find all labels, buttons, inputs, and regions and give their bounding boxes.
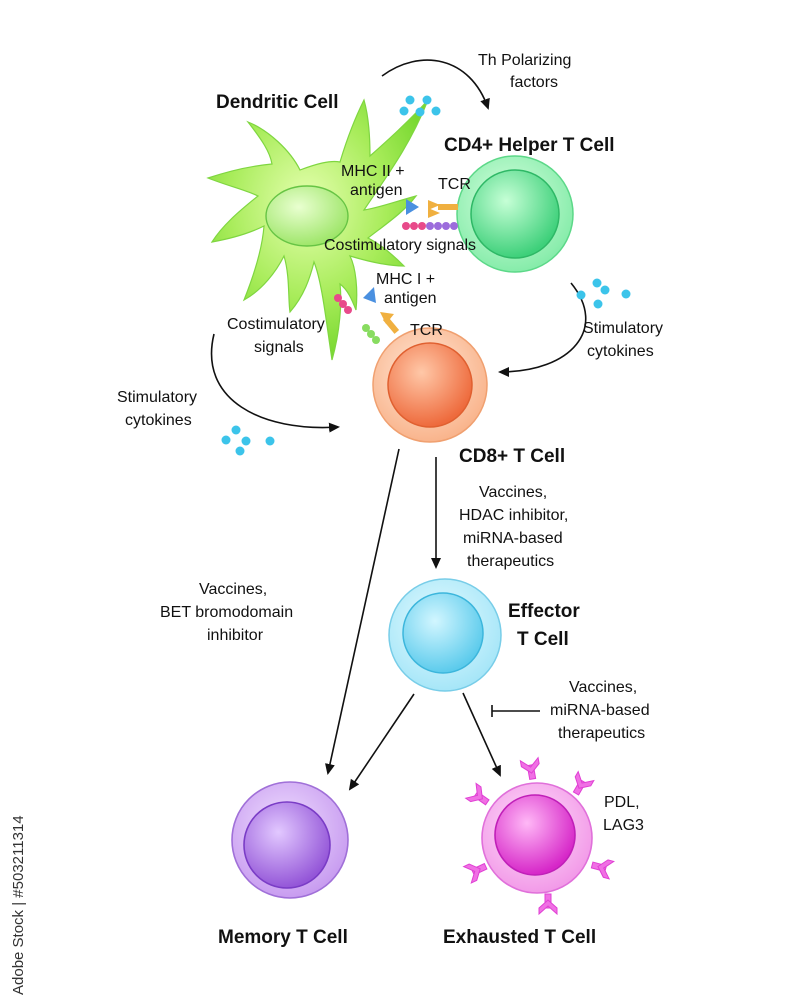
cd8-cell-label: CD8+ T Cell — [459, 446, 565, 467]
vaccines-hdac-label-4: therapeutics — [467, 553, 554, 570]
arrow-stimulatory-cytokines-left — [210, 333, 340, 433]
costim-center-label: Costimulatory signals — [324, 237, 476, 254]
pdl-label-1: PDL, — [604, 794, 640, 811]
vaccines-bet-label-2: BET bromodomain — [160, 604, 293, 621]
arrow-cd8-to-memory — [325, 448, 400, 775]
vaccines-bet-label-1: Vaccines, — [199, 581, 267, 598]
vaccines-hdac-label-3: miRNA-based — [463, 530, 563, 547]
vaccines-hdac-label-1: Vaccines, — [479, 484, 547, 501]
inhibition-line — [491, 705, 540, 717]
arrow-th-polarizing — [381, 59, 490, 110]
cd4-cell-label: CD4+ Helper T Cell — [444, 135, 615, 156]
tcr-top-receptor — [428, 200, 458, 218]
dendritic-cell-nucleus — [265, 185, 349, 247]
vaccines-hdac-label-2: HDAC inhibitor, — [459, 507, 568, 524]
pdl-label-2: LAG3 — [603, 817, 644, 834]
costim-beads-pink-top — [402, 222, 426, 230]
cytokines-left — [221, 425, 275, 456]
arrow-effector-to-exhausted — [462, 692, 501, 777]
mhc2-label-2: antigen — [350, 182, 403, 199]
exhausted-nucleus — [494, 794, 576, 876]
costim-left-label-2: signals — [254, 339, 304, 356]
memory-cell-label: Memory T Cell — [218, 927, 348, 948]
mhc1-label-2: antigen — [384, 290, 437, 307]
th-polarizing-label-1: Th Polarizing — [478, 52, 571, 69]
synapse-markers — [334, 199, 458, 344]
labels: Dendritic Cell CD4+ Helper T Cell CD8+ T… — [117, 52, 663, 948]
vaccines-mirna-label-2: miRNA-based — [550, 702, 650, 719]
mhc1-triangle — [363, 287, 376, 303]
tcr-bottom-label: TCR — [410, 322, 443, 339]
effector-cell-label-2: T Cell — [517, 629, 569, 650]
effector-cell-label-1: Effector — [508, 601, 580, 622]
cd8-t-cell — [372, 327, 488, 443]
stock-watermark: Adobe Stock | #503211314 — [10, 815, 27, 995]
tcr-bottom-receptor — [380, 312, 400, 334]
stim-right-label-1: Stimulatory — [583, 320, 663, 337]
cd8-nucleus — [387, 342, 473, 428]
mhc2-label-1: MHC II + — [341, 163, 405, 180]
stim-right-label-2: cytokines — [587, 343, 654, 360]
dendritic-cell — [206, 98, 429, 361]
effector-t-cell — [388, 578, 502, 692]
dendritic-cell-label: Dendritic Cell — [216, 92, 338, 113]
exhausted-t-cell — [462, 756, 615, 916]
cytokines-right — [576, 278, 631, 309]
costim-beads-purple-top — [426, 222, 458, 230]
costim-beads-green-left — [362, 324, 380, 344]
arrow-stimulatory-cytokines-right — [498, 282, 587, 377]
memory-nucleus — [243, 801, 331, 889]
costim-beads-pink-left — [334, 294, 352, 314]
arrow-effector-to-memory — [348, 693, 415, 791]
th-polarizing-label-2: factors — [510, 74, 558, 91]
vaccines-bet-label-3: inhibitor — [207, 627, 264, 644]
vaccines-mirna-label-3: therapeutics — [558, 725, 645, 742]
effector-nucleus — [402, 592, 484, 674]
costim-left-label-1: Costimulatory — [227, 316, 325, 333]
cd4-nucleus — [470, 169, 560, 259]
exhausted-cell-label: Exhausted T Cell — [443, 927, 596, 948]
pdl-lag3-receptors — [462, 756, 615, 916]
cytokines-top — [399, 95, 441, 117]
memory-t-cell — [231, 781, 349, 899]
mhc1-label-1: MHC I + — [376, 271, 435, 288]
vaccines-mirna-label-1: Vaccines, — [569, 679, 637, 696]
stim-left-label-2: cytokines — [125, 412, 192, 429]
mhc2-triangle — [406, 199, 419, 215]
tcr-top-label: TCR — [438, 176, 471, 193]
cd4-helper-t-cell — [456, 155, 574, 273]
stim-left-label-1: Stimulatory — [117, 389, 197, 406]
